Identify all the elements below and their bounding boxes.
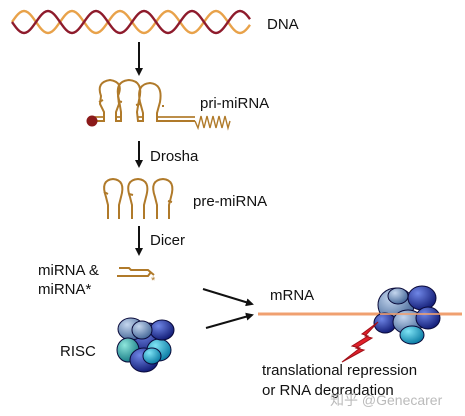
arrow-mirna-to-mrna <box>202 288 254 307</box>
label-pri-mirna: pri-miRNA <box>200 95 270 112</box>
label-outcome-line1: translational repression <box>262 362 418 379</box>
label-dna: DNA <box>267 16 299 33</box>
poly-a-tail <box>194 115 231 131</box>
watermark: 知乎 @Genecarer <box>330 392 443 408</box>
dna-strand-orange <box>11 9 251 35</box>
label-risc: RISC <box>60 343 96 360</box>
label-dicer: Dicer <box>150 232 186 249</box>
double-helix-icon <box>11 9 251 35</box>
five-prime-cap <box>86 115 98 127</box>
label-pre-mirna: pre-miRNA <box>193 193 268 210</box>
pri-mirna-structure <box>86 78 231 131</box>
label-mirna: miRNA & <box>38 262 99 279</box>
arrow-risc-to-mrna <box>205 312 254 329</box>
pre-mirna-structures <box>103 177 174 219</box>
label-mirna-star: miRNA* <box>38 281 92 298</box>
mirna-duplex: * <box>117 267 156 287</box>
dna-strand-red <box>11 9 251 35</box>
label-drosha: Drosha <box>150 148 199 165</box>
label-outcome-line2: or RNA degradation <box>262 382 394 399</box>
label-mrna: mRNA <box>270 287 315 304</box>
lightning-bolt-icon <box>341 321 379 363</box>
protein-complex-icon <box>116 317 175 373</box>
svg-text:*: * <box>151 275 156 287</box>
